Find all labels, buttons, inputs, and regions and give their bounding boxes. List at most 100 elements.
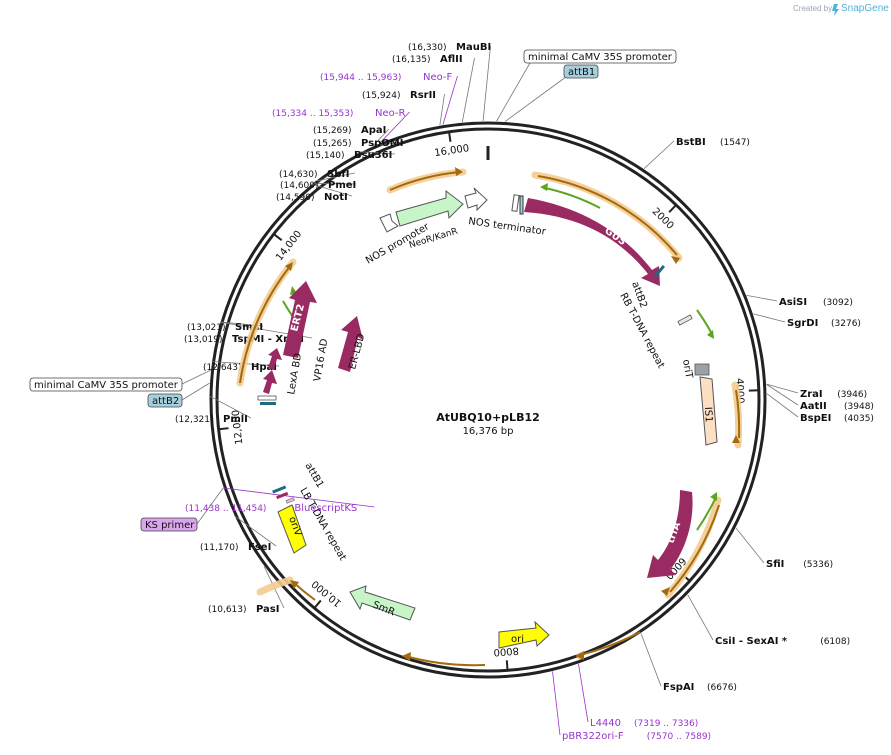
site-leader-line bbox=[766, 393, 799, 418]
feature-oriv-box bbox=[277, 504, 307, 554]
site-label[interactable]: (15,265)PspOMI bbox=[313, 138, 403, 149]
site-label[interactable]: SfiI(5336) bbox=[766, 559, 833, 570]
backbone-inner-ring bbox=[215, 127, 761, 673]
arrow-6000-region bbox=[669, 504, 720, 593]
svg-text:CsiI - SexAI *: CsiI - SexAI * bbox=[715, 636, 788, 647]
site-label[interactable]: (12,321)PmlI bbox=[175, 414, 248, 425]
site-leader-line bbox=[208, 395, 252, 419]
created-by-text: Created by bbox=[793, 4, 832, 13]
site-leader-line bbox=[746, 294, 778, 302]
svg-text:AsiSI: AsiSI bbox=[779, 297, 807, 308]
svg-text:ZraI: ZraI bbox=[800, 389, 823, 400]
site-leader-line bbox=[360, 151, 396, 155]
site-label[interactable]: ZraI (3946) bbox=[800, 389, 867, 400]
svg-text:(3948): (3948) bbox=[844, 402, 874, 412]
svg-text:AatII: AatII bbox=[800, 401, 827, 412]
site-label[interactable]: minimal CaMV 35S promoter bbox=[523, 49, 677, 64]
site-label[interactable]: BstBI (1547) bbox=[676, 137, 750, 148]
svg-text:(15,265): (15,265) bbox=[313, 139, 352, 149]
plasmid-name: AtUBQ10+pLB12 bbox=[436, 411, 540, 424]
svg-text:(3946): (3946) bbox=[837, 390, 867, 400]
site-label[interactable]: (15,944 .. 15,963)Neo-F bbox=[320, 72, 453, 83]
site-label[interactable]: minimal CaMV 35S promoter bbox=[29, 377, 183, 392]
svg-text:(14,590): (14,590) bbox=[276, 193, 315, 203]
ruler-tick bbox=[218, 427, 229, 431]
ruler-tick bbox=[448, 131, 452, 142]
site-label[interactable]: (15,140)Bsu36I bbox=[306, 150, 392, 161]
site-label[interactable]: KS primer bbox=[140, 517, 198, 532]
svg-text:(12,643): (12,643) bbox=[203, 363, 242, 373]
site-label[interactable]: (15,334 .. 15,353)Neo-R bbox=[272, 108, 406, 119]
backbone-outer-ring bbox=[209, 121, 767, 679]
site-leader-line bbox=[753, 313, 786, 323]
svg-text:(11,438 .. 11,454): (11,438 .. 11,454) bbox=[185, 504, 266, 514]
site-label[interactable]: attB1 bbox=[563, 64, 599, 79]
svg-text:SfiI: SfiI bbox=[766, 559, 784, 570]
site-label[interactable]: attB2 bbox=[147, 393, 183, 408]
feature-nos-terminator-label: NOS terminator bbox=[468, 216, 548, 238]
svg-text:(16,330): (16,330) bbox=[408, 43, 447, 53]
feature-smr-arrow bbox=[349, 585, 416, 621]
svg-text:(14,630): (14,630) bbox=[279, 170, 318, 180]
svg-text:(13,021): (13,021) bbox=[187, 323, 226, 333]
site-label[interactable]: (16,330) MauBI bbox=[408, 42, 491, 53]
site-label[interactable]: (15,269)ApaI bbox=[313, 125, 386, 136]
site-label[interactable]: pBR322ori-F(7570 .. 7589) bbox=[562, 731, 711, 742]
site-label[interactable]: (15,924)RsrII bbox=[362, 90, 436, 101]
svg-text:(3276): (3276) bbox=[831, 319, 861, 329]
site-label[interactable]: FspAI(6676) bbox=[663, 682, 737, 693]
svg-text:SgrDI: SgrDI bbox=[787, 318, 818, 329]
site-leader-line bbox=[735, 527, 765, 564]
site-label[interactable]: (14,630) SbfI bbox=[279, 169, 349, 180]
site-label[interactable]: (13,019)TspMI - XmaI bbox=[184, 334, 304, 345]
site-leader-line bbox=[439, 93, 445, 126]
svg-text:(16,135): (16,135) bbox=[392, 55, 431, 65]
ruler-tick bbox=[668, 204, 677, 213]
site-label[interactable]: (13,021) SmaI bbox=[187, 322, 263, 333]
svg-text:SbfI: SbfI bbox=[327, 169, 349, 180]
svg-text:pBluescriptKS: pBluescriptKS bbox=[288, 503, 357, 514]
svg-text:TspMI - XmaI: TspMI - XmaI bbox=[232, 334, 304, 345]
site-label[interactable]: (14,590) NotI bbox=[276, 192, 348, 203]
svg-text:minimal CaMV 35S promoter: minimal CaMV 35S promoter bbox=[528, 52, 673, 63]
svg-text:(1547): (1547) bbox=[720, 138, 750, 148]
site-label[interactable]: AsiSI(3092) bbox=[779, 297, 853, 308]
svg-text:(15,944 .. 15,963): (15,944 .. 15,963) bbox=[320, 73, 401, 83]
backbone bbox=[209, 121, 767, 679]
site-leader-line bbox=[687, 594, 714, 641]
ruler-label: 12,000 bbox=[231, 409, 246, 445]
site-label[interactable]: CsiI - SexAI *(6108) bbox=[715, 636, 850, 647]
snapgene-brand: SnapGene bbox=[841, 3, 889, 14]
svg-text:BstBI: BstBI bbox=[676, 137, 706, 148]
snapgene-logo-icon bbox=[832, 4, 839, 16]
feature-lexa-label: LexA BD bbox=[286, 352, 304, 395]
site-label[interactable]: AatII (3948) bbox=[800, 401, 874, 412]
svg-text:(7570 .. 7589): (7570 .. 7589) bbox=[647, 732, 711, 742]
site-leader-line bbox=[233, 515, 277, 547]
site-leader-line bbox=[504, 70, 575, 122]
feature-lb-tdna-label: LB T-DNA repeat bbox=[297, 486, 348, 563]
svg-text:AflII: AflII bbox=[440, 54, 463, 65]
ruler-label: 16,000 bbox=[434, 143, 470, 159]
site-label[interactable]: (11,170)FseI bbox=[200, 542, 271, 553]
svg-text:FseI: FseI bbox=[248, 542, 271, 553]
site-label[interactable]: (14,600)PmeI bbox=[280, 180, 356, 191]
svg-text:MauBI: MauBI bbox=[456, 42, 491, 53]
svg-text:(14,600): (14,600) bbox=[280, 181, 319, 191]
site-label[interactable]: (12,643)HpaI bbox=[203, 362, 277, 373]
site-label[interactable]: (11,438 .. 11,454) pBluescriptKS bbox=[185, 503, 357, 514]
feature-is1-label: IS1 bbox=[702, 407, 714, 423]
svg-text:NotI: NotI bbox=[324, 192, 348, 203]
site-label[interactable]: L4440(7319 .. 7336) bbox=[590, 718, 698, 729]
site-label[interactable]: BspEI(4035) bbox=[800, 413, 874, 424]
svg-text:SmaI: SmaI bbox=[235, 322, 263, 333]
site-label[interactable]: SgrDI (3276) bbox=[787, 318, 861, 329]
svg-text:FspAI: FspAI bbox=[663, 682, 694, 693]
site-leader-line bbox=[181, 369, 211, 385]
svg-text:(15,924): (15,924) bbox=[362, 91, 401, 101]
site-label[interactable]: (10,613)PasI bbox=[208, 604, 279, 615]
site-leader-line bbox=[314, 172, 356, 182]
site-label[interactable]: (16,135) AflII bbox=[392, 54, 463, 65]
